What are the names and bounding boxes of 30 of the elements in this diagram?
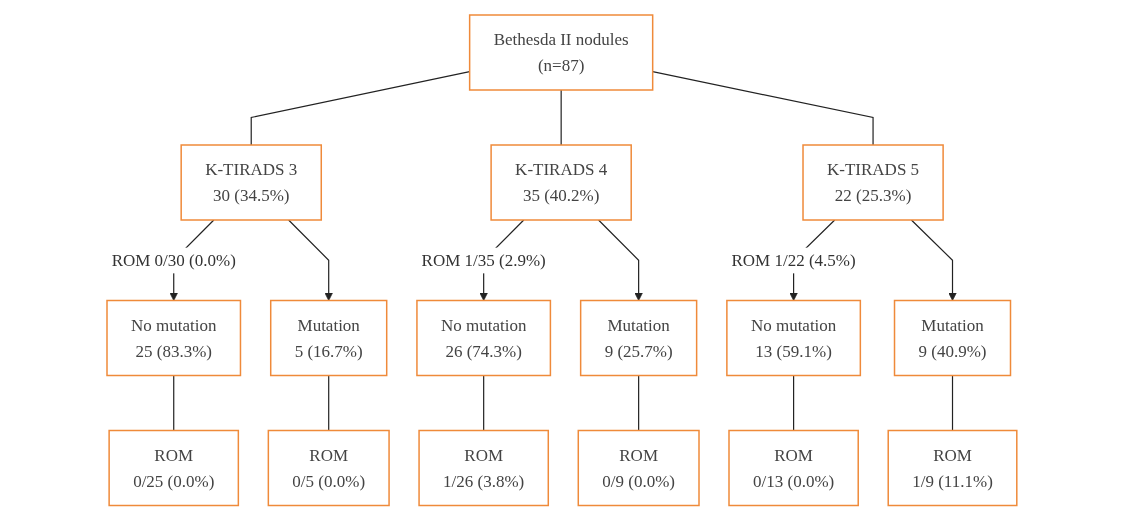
edge-label: ROM 0/30 (0.0%) — [111, 250, 236, 270]
node-box: ROM 0/13 (0.0%) — [727, 429, 859, 506]
connector — [792, 374, 794, 431]
connector — [250, 70, 470, 146]
arrow — [910, 219, 957, 301]
node-box: No mutation 13 (59.1%) — [725, 299, 861, 376]
node-box: No mutation 25 (83.3%) — [105, 299, 241, 376]
arrow — [597, 219, 643, 301]
connector — [637, 374, 639, 431]
node-box: Bethesda II nodules (n=87) — [468, 14, 653, 91]
node-box: ROM 1/26 (3.8%) — [417, 429, 549, 506]
edge-label: ROM 1/35 (2.9%) — [421, 250, 546, 270]
node-box: Mutation 5 (16.7%) — [269, 299, 388, 376]
node-box: Mutation 9 (40.9%) — [893, 299, 1011, 376]
node-box: ROM 0/9 (0.0%) — [577, 429, 700, 506]
connector — [327, 374, 329, 431]
connector — [951, 374, 953, 431]
connector — [482, 374, 484, 431]
node-box: K-TIRADS 5 22 (25.3%) — [801, 144, 944, 221]
connector — [172, 374, 174, 431]
connector — [560, 89, 562, 146]
node-box: K-TIRADS 4 35 (40.2%) — [489, 144, 632, 221]
node-box: No mutation 26 (74.3%) — [415, 299, 551, 376]
node-box: ROM 0/25 (0.0%) — [107, 429, 239, 506]
arrow — [287, 219, 333, 301]
edge-label: ROM 1/22 (4.5%) — [731, 250, 856, 270]
node-box: K-TIRADS 3 30 (34.5%) — [180, 144, 322, 221]
node-box: Mutation 9 (25.7%) — [579, 299, 697, 376]
node-box: ROM 0/5 (0.0%) — [267, 429, 390, 506]
node-box: ROM 1/9 (11.1%) — [887, 429, 1018, 506]
